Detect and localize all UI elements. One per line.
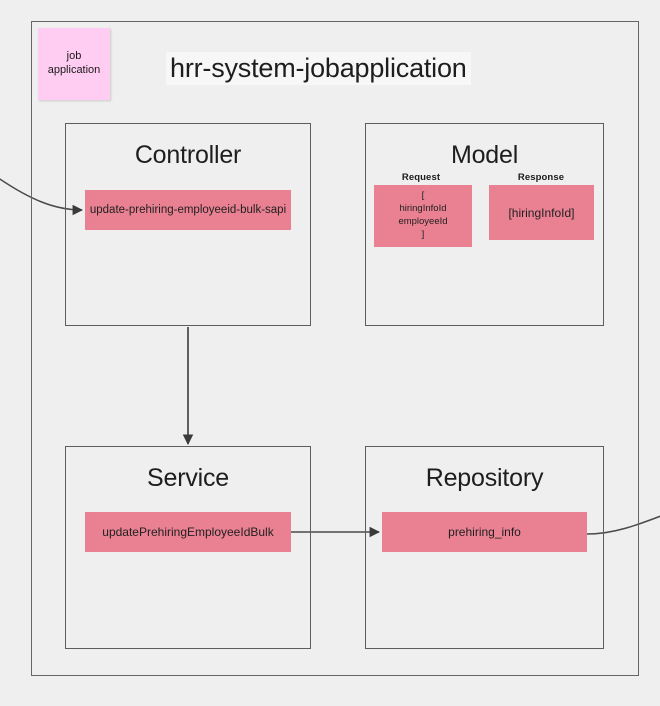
layer-box-model[interactable]: Model <box>365 123 604 326</box>
repository-table-chip[interactable]: prehiring_info <box>382 512 587 552</box>
system-container <box>31 21 639 676</box>
layer-title-model: Model <box>450 141 519 169</box>
layer-box-service[interactable]: Service <box>65 446 311 649</box>
layer-title-repository: Repository <box>425 464 544 492</box>
layer-title-service: Service <box>147 464 229 492</box>
sticky-note-line-1: job <box>66 50 82 63</box>
layer-box-repository[interactable]: Repository <box>365 446 604 649</box>
sticky-note-line-2: application <box>47 64 101 76</box>
controller-endpoint-chip[interactable]: update-prehiring-employeeid-bulk-sapi <box>85 190 291 230</box>
model-request-line-1: [ <box>421 190 425 202</box>
layer-title-controller: Controller <box>134 141 242 169</box>
model-request-line-3: employeeId <box>398 216 448 227</box>
layer-box-controller[interactable]: Controller <box>65 123 311 326</box>
model-response-label: Response <box>517 172 565 183</box>
model-request-label: Request <box>401 172 441 183</box>
model-response-chip[interactable]: [hiringInfoId] <box>489 185 594 240</box>
service-method-chip[interactable]: updatePrehiringEmployeeIdBulk <box>85 512 291 552</box>
model-request-line-4: ] <box>421 228 425 240</box>
model-request-line-2: hiringInfoId <box>399 203 447 215</box>
page-title: hrr-system-jobapplication <box>166 52 471 85</box>
sticky-note-job-application[interactable]: job application <box>38 28 110 100</box>
model-request-chip[interactable]: [ hiringInfoId employeeId ] <box>374 185 472 247</box>
